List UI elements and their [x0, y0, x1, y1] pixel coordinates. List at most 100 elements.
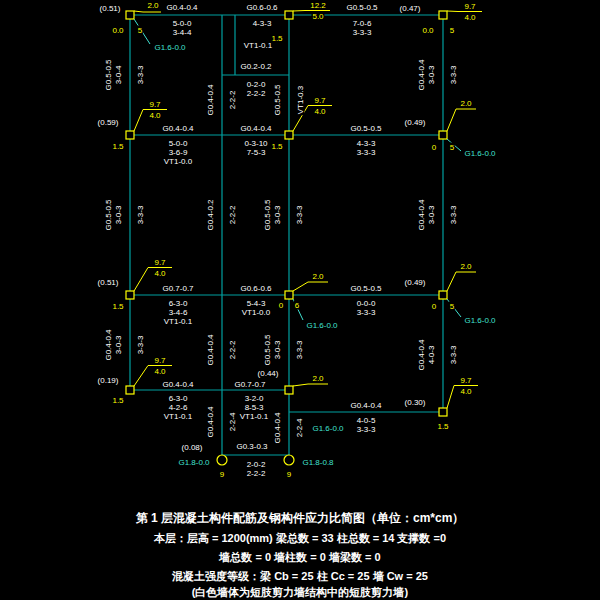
beam-reinforcement: 2-2-4 [295, 418, 304, 439]
beam-reinforcement: G0.5-0.5 [263, 333, 272, 366]
beam-reinforcement: G0.7-0.7 [233, 380, 266, 389]
beam-reinforcement: G0.5-0.5 [349, 284, 382, 293]
beam-reinforcement: VT1-0.0 [241, 308, 271, 317]
beam-reinforcement: (0.49) [404, 118, 427, 127]
beam-reinforcement: G0.5-0.5 [263, 198, 272, 231]
beam-reinforcement: (0.44) [257, 369, 280, 378]
beam-reinforcement: 2-2-2 [228, 340, 237, 361]
beam-reinforcement: 3-3-3 [356, 308, 377, 317]
beam-reinforcement: G0.4-0.4 [417, 58, 426, 91]
beam-reinforcement: 6-3-0 [168, 394, 189, 403]
beam-reinforcement: VT1-0.1 [243, 41, 273, 50]
beam-reinforcement: G0.6-0.6 [239, 284, 272, 293]
beam-reinforcement: 3-0-3 [114, 335, 123, 356]
column-value: 2.0 [311, 272, 324, 281]
column-value: 4.0 [463, 13, 476, 22]
beam-reinforcement: G0.4-0.4 [417, 338, 426, 371]
beam-reinforcement: G0.7-0.7 [161, 284, 194, 293]
beam-reinforcement: G0.4-0.2 [206, 198, 215, 231]
beam-reinforcement: G0.4-0.4 [165, 3, 198, 12]
beam-reinforcement: (0.47) [399, 4, 422, 13]
beam-reinforcement: 2-2-4 [228, 412, 237, 433]
beam-reinforcement: 7-0-6 [352, 19, 373, 28]
beam-reinforcement: G0.5-0.5 [273, 83, 282, 116]
beam-reinforcement: VT1-0.1 [239, 412, 269, 421]
beam-grid [130, 15, 443, 455]
column-value: 0 [431, 143, 437, 152]
column-value: 4.0 [148, 111, 161, 120]
beam-reinforcement: G0.5-0.5 [349, 124, 382, 133]
column-value: 4.0 [153, 367, 166, 376]
column-symbols [126, 11, 447, 465]
beam-reinforcement: G0.4-0.4 [206, 405, 215, 438]
column-value: 2.0 [311, 374, 324, 383]
beam-reinforcement: 3-0-3 [427, 65, 436, 86]
column-reinforcement: G1.6-0.0 [305, 321, 338, 330]
column-value: 9.7 [153, 258, 166, 267]
beam-reinforcement: 5-0-0 [168, 139, 189, 148]
column-value: 1.5 [111, 302, 124, 311]
beam-reinforcement: 3-3-3 [449, 205, 458, 226]
beam-reinforcement: G0.6-0.6 [245, 3, 278, 12]
beam-reinforcement: G0.3-0.3 [235, 442, 268, 451]
beam-reinforcement: (0.59) [97, 118, 120, 127]
floor-summary-note: 混凝土强度等级：梁 Cb = 25 柱 Cc = 25 墙 Cw = 25 [171, 570, 429, 583]
column-value: 9.7 [148, 100, 161, 109]
column-reinforcement: G1.6-0.0 [311, 424, 344, 433]
beam-reinforcement: G0.4-0.4 [239, 124, 272, 133]
column-reinforcement: G1.6-0.0 [463, 316, 496, 325]
beam-reinforcement: G0.4-0.4 [273, 411, 282, 444]
beam-reinforcement: 3-3-3 [356, 425, 377, 434]
floor-summary-note: (白色墙体为短肢剪力墙结构中的短肢剪力墙) [191, 586, 409, 599]
column-value: 5.0 [311, 12, 324, 21]
beam-reinforcement: 8-5-3 [244, 403, 265, 412]
beam-reinforcement: 3-3-3 [295, 340, 304, 361]
beam-reinforcement: 2-2-2 [246, 89, 267, 98]
column-value: 0 [431, 302, 437, 311]
column-reinforcement: G1.6-0.0 [153, 43, 186, 52]
beam-reinforcement: 3-0-3 [273, 340, 282, 361]
column-value: 4.0 [153, 269, 166, 278]
column-reinforcement: G1.6-0.0 [463, 149, 496, 158]
beam-reinforcement: 0-0-0 [356, 299, 377, 308]
column-value: 4.0 [313, 107, 326, 116]
column-value: 2.0 [459, 99, 472, 108]
beam-reinforcement: 2-2-2 [246, 469, 267, 478]
floor-summary-note: 本层：层高 = 1200(mm) 梁总数 = 33 柱总数 = 14 支撑数 =… [153, 532, 447, 545]
beam-reinforcement: 4-0-3 [427, 345, 436, 366]
beam-reinforcement: 2-2-2 [228, 90, 237, 111]
column-value: 9.7 [153, 356, 166, 365]
column-value: 5 [449, 143, 455, 152]
beam-reinforcement: 2-0-2 [246, 460, 267, 469]
beam-reinforcement: G0.5-0.5 [104, 58, 113, 91]
column-value: 12.2 [309, 1, 327, 10]
beam-reinforcement: 3-0-3 [114, 205, 123, 226]
beam-reinforcement: 3-0-4 [114, 65, 123, 86]
column-value: 9.7 [463, 2, 476, 11]
column-reinforcement: G1.8-0.8 [301, 458, 334, 467]
column-value: 2.0 [459, 262, 472, 271]
beam-reinforcement: 3-3-3 [449, 345, 458, 366]
column-value: 9 [219, 470, 225, 479]
beam-reinforcement: (0.19) [97, 376, 120, 385]
beam-reinforcement: G0.2-0.2 [239, 62, 272, 71]
column-value: 5 [137, 26, 143, 35]
beam-reinforcement: 3-2-0 [244, 394, 265, 403]
column-value: 9.7 [459, 376, 472, 385]
beam-reinforcement: (0.51) [99, 4, 122, 13]
column-value: 5 [449, 302, 455, 311]
beam-reinforcement: VT1-0.3 [296, 85, 305, 115]
beam-reinforcement: 5-0-0 [172, 19, 193, 28]
beam-reinforcement: 3-3-3 [352, 28, 373, 37]
beam-reinforcement: 5-4-3 [246, 299, 267, 308]
beam-reinforcement: VT1-0.1 [163, 317, 193, 326]
beam-reinforcement: 2-2-2 [228, 205, 237, 226]
beam-reinforcement: G0.4-0.4 [104, 328, 113, 361]
beam-reinforcement: 3-3-3 [136, 65, 145, 86]
beam-reinforcement: 7-5-3 [246, 148, 267, 157]
beam-reinforcement: 3-4-4 [172, 28, 193, 37]
beam-reinforcement: 3-0-3 [427, 205, 436, 226]
column-value: 1.5 [436, 422, 449, 431]
beam-reinforcement: 3-6-9 [168, 148, 189, 157]
beam-reinforcement: 4-2-6 [168, 403, 189, 412]
